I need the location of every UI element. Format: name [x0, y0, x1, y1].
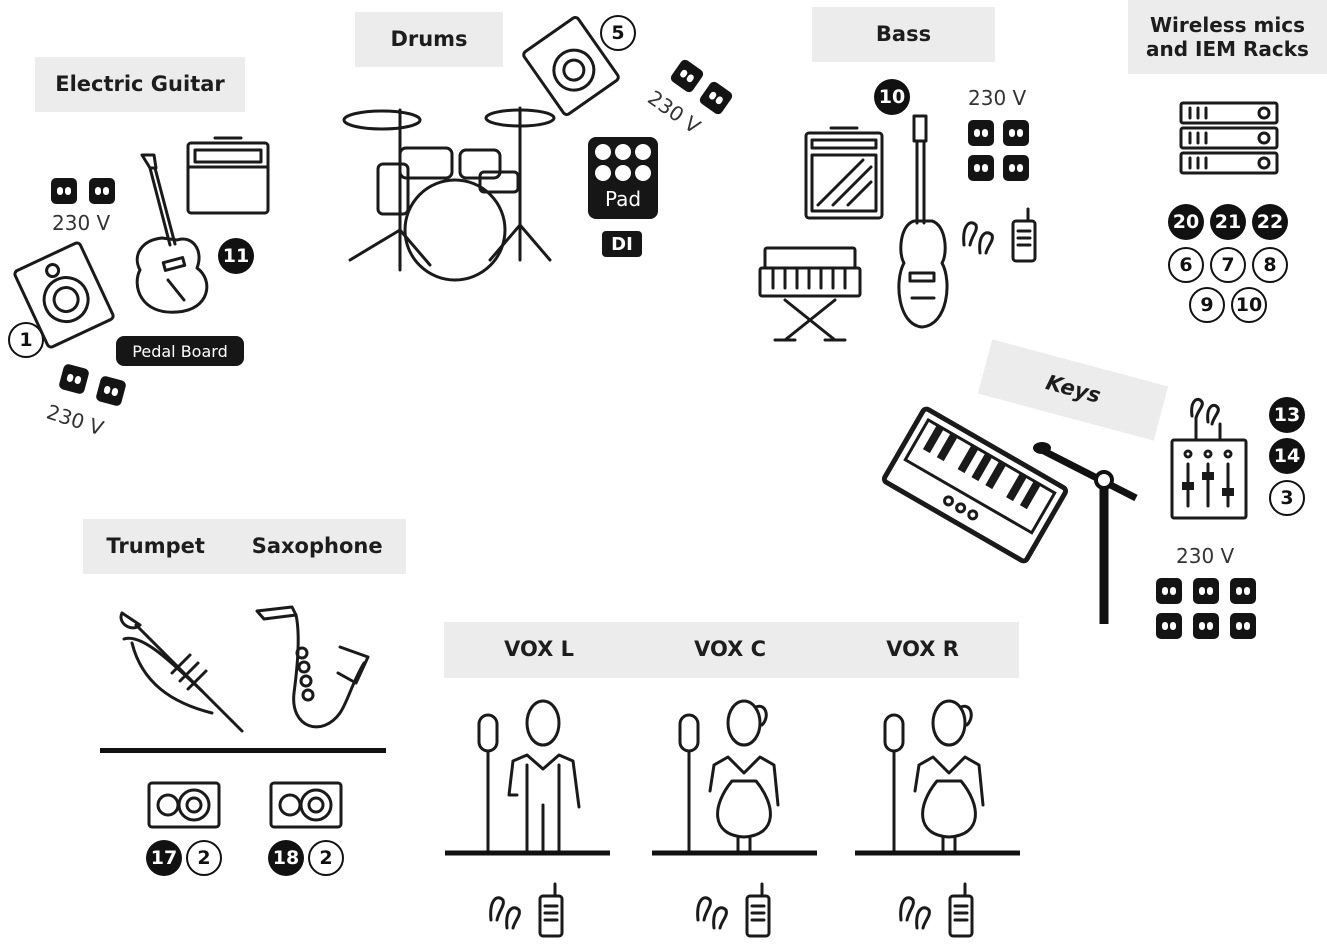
- power-outlet-icon: [968, 155, 994, 181]
- in-ear-monitor-icon: [485, 880, 567, 940]
- wedge-monitor-icon: [268, 780, 344, 830]
- label-vox-l: VOX L: [504, 637, 574, 662]
- power-outlet-icon: [89, 178, 115, 204]
- riser-line: [100, 748, 386, 753]
- power-outlet-icon: [1156, 613, 1182, 639]
- power-outlet-icon: [968, 120, 994, 146]
- power-outlet-icon: [1230, 578, 1256, 604]
- input-number-bass: 10: [874, 79, 910, 115]
- electric-guitar-icon: [122, 150, 212, 320]
- label-electric-guitar: Electric Guitar: [35, 57, 245, 112]
- rack-number: 21: [1210, 204, 1246, 240]
- drum-kit-icon: [340, 100, 560, 290]
- label-bass: Bass: [812, 7, 995, 62]
- power-outlet-icon: [1003, 155, 1029, 181]
- keyboard-stand-icon: [755, 245, 865, 345]
- voltage-label: 230 V: [643, 85, 704, 138]
- voltage-label: 230 V: [44, 400, 107, 441]
- power-outlet-icon: [95, 375, 127, 407]
- bass-guitar-icon: [892, 113, 954, 333]
- mixer-iem-icon: [1168, 392, 1250, 522]
- rack-number: 6: [1168, 247, 1204, 283]
- rack-number: 7: [1210, 247, 1246, 283]
- label-vox-r: VOX R: [886, 637, 959, 662]
- label-vox-c: VOX C: [694, 637, 766, 662]
- input-number-sax: 18: [268, 840, 304, 876]
- rack-icon: [1178, 100, 1280, 176]
- power-outlet-icon: [1193, 613, 1219, 639]
- label-vox: VOX L VOX C VOX R: [444, 622, 1019, 678]
- saxophone-icon: [252, 603, 374, 740]
- voltage-label: 230 V: [52, 211, 110, 235]
- power-outlet-icon: [669, 58, 705, 94]
- power-outlet-icon: [58, 363, 90, 395]
- input-number-guitar-amp: 11: [218, 238, 254, 274]
- rack-number: 9: [1189, 287, 1225, 323]
- monitor-number-drums: 5: [600, 15, 636, 51]
- power-outlet-icon: [1003, 120, 1029, 146]
- label-saxophone: Saxophone: [252, 534, 383, 559]
- in-ear-monitor-icon: [692, 880, 774, 940]
- monitor-number-sax: 2: [308, 840, 344, 876]
- bass-amp-icon: [803, 125, 885, 221]
- wedge-monitor-icon: [146, 780, 222, 830]
- label-wireless: Wireless mics and IEM Racks: [1128, 0, 1327, 74]
- power-outlet-icon: [1230, 613, 1256, 639]
- keys-number: 13: [1269, 397, 1305, 433]
- in-ear-monitor-icon: [895, 880, 977, 940]
- vocalist-female-icon: [652, 695, 817, 857]
- trumpet-icon: [112, 603, 247, 735]
- pedal-board-badge: Pedal Board: [116, 336, 244, 366]
- in-ear-monitor-icon: [958, 205, 1040, 265]
- keys-number: 3: [1269, 480, 1305, 516]
- keys-number: 14: [1269, 438, 1305, 474]
- pad-label: Pad: [588, 187, 658, 211]
- rack-number: 10: [1231, 287, 1267, 323]
- rack-number: 20: [1168, 204, 1204, 240]
- label-trumpet: Trumpet: [106, 534, 205, 559]
- voltage-label: 230 V: [1176, 544, 1234, 568]
- power-outlet-icon: [698, 80, 734, 116]
- power-outlet-icon: [1193, 578, 1219, 604]
- voltage-label: 230 V: [968, 86, 1026, 110]
- vocalist-male-icon: [445, 695, 610, 857]
- di-badge: DI: [602, 231, 642, 257]
- label-horns: Trumpet Saxophone: [83, 519, 406, 574]
- power-outlet-icon: [51, 178, 77, 204]
- input-number-trumpet: 17: [146, 840, 182, 876]
- mic-stand-icon: [1028, 436, 1140, 626]
- rack-number: 22: [1252, 204, 1288, 240]
- vocalist-female-icon: [855, 695, 1020, 857]
- label-keys: Keys: [978, 339, 1168, 440]
- monitor-number-trumpet: 2: [186, 840, 222, 876]
- label-drums: Drums: [355, 12, 503, 67]
- rack-number: 8: [1252, 247, 1288, 283]
- power-outlet-icon: [1156, 578, 1182, 604]
